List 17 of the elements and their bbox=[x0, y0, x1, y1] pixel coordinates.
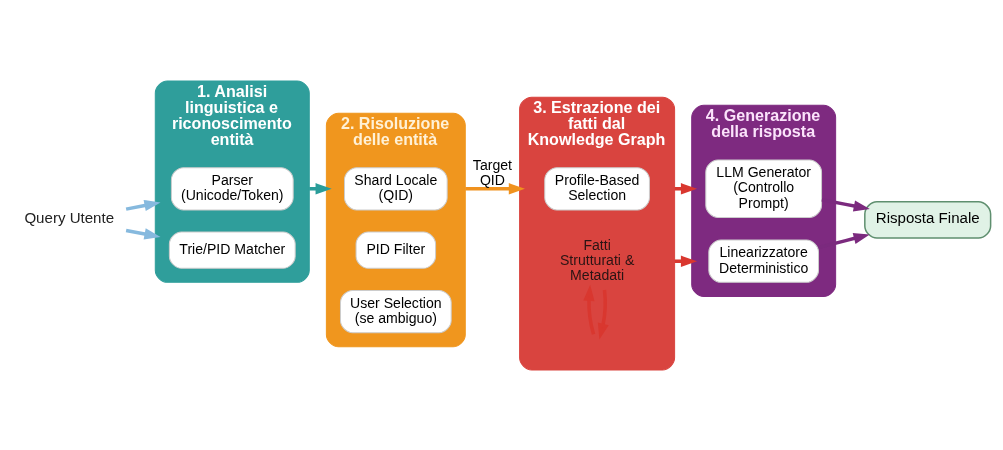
arrow bbox=[465, 182, 525, 194]
node-box: Profile-Based Selection bbox=[544, 166, 650, 210]
node-box: Shard Locale (QID) bbox=[344, 166, 448, 210]
node-box: Risposta Finale bbox=[864, 200, 992, 239]
node-box: Parser (Unicode/Token) bbox=[170, 166, 294, 210]
arrow bbox=[125, 227, 161, 239]
arrow bbox=[125, 199, 161, 211]
node-box: Trie/PID Matcher bbox=[168, 231, 296, 269]
node-box: User Selection (se ambiguo) bbox=[339, 289, 452, 333]
node-text: Query Utente bbox=[24, 208, 115, 226]
node-text: Fatti Strutturati & Metadati bbox=[559, 236, 635, 283]
node-box: LLM Generator (Controllo Prompt) bbox=[705, 159, 823, 218]
arrow bbox=[309, 182, 332, 194]
arrow bbox=[821, 197, 870, 211]
edge-label: Target QID bbox=[472, 156, 513, 188]
node-box: Linearizzatore Deterministico bbox=[708, 239, 820, 283]
node-box: PID Filter bbox=[355, 231, 437, 269]
